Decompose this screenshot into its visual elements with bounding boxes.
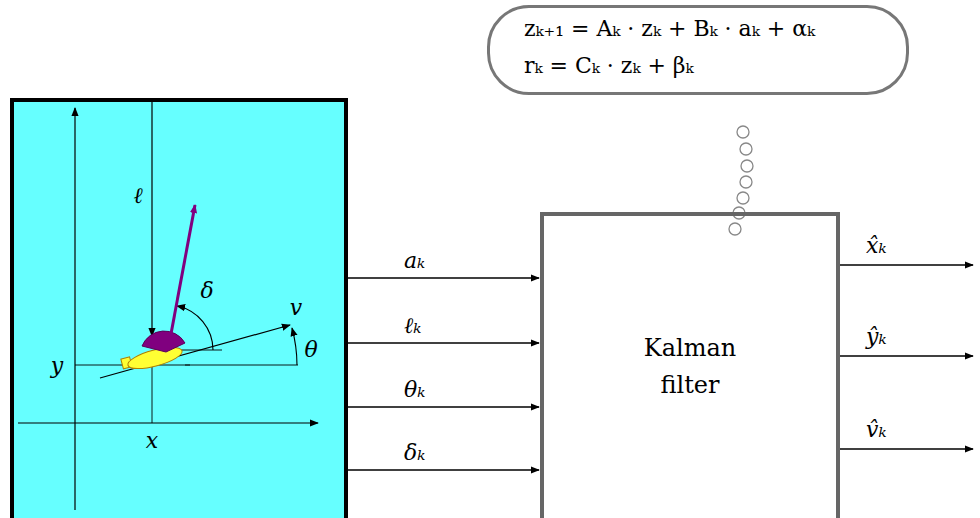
y-label: y xyxy=(51,355,63,377)
heading-label: θ xyxy=(304,339,317,361)
output-arrow xyxy=(840,355,973,357)
box-title: Kalman filter xyxy=(625,330,755,404)
distance-line xyxy=(151,102,152,336)
signal-label: ℓₖ xyxy=(404,315,421,337)
thought-dot xyxy=(729,223,741,235)
output-arrow xyxy=(840,264,973,266)
sail-reference xyxy=(176,350,222,351)
model-bubble: zₖ₊₁ = Aₖ · zₖ + Bₖ · aₖ + αₖ rₖ = Cₖ · z… xyxy=(487,5,909,95)
sail-angle-label: δ xyxy=(200,280,213,302)
signal-arrow xyxy=(348,469,539,471)
sail-direction xyxy=(168,205,195,350)
thought-dot xyxy=(737,126,749,138)
output-label: ŷₖ xyxy=(866,326,886,348)
output-label: x̂ₖ xyxy=(866,235,886,257)
heading-reference xyxy=(185,365,298,366)
thought-dot xyxy=(737,192,749,204)
sail xyxy=(142,331,185,352)
signal-label: δₖ xyxy=(404,442,425,464)
signal-arrow xyxy=(348,406,539,408)
output-arrows xyxy=(840,265,973,449)
speed-label: v xyxy=(290,297,302,319)
output-label: v̂ₖ xyxy=(866,419,886,441)
x-axis xyxy=(18,422,318,423)
signal-label: aₖ xyxy=(404,250,425,272)
model-equation: rₖ = Cₖ · zₖ + βₖ xyxy=(524,53,694,79)
thought-dot xyxy=(740,176,752,188)
signal-label: θₖ xyxy=(404,379,425,401)
distance-label: ℓ xyxy=(133,185,142,207)
thought-dots xyxy=(729,126,753,235)
thought-dot xyxy=(740,143,752,155)
y-axis xyxy=(74,108,75,510)
x-label: x xyxy=(146,430,158,452)
signal-arrow xyxy=(348,342,539,344)
filter-box: Kalman filter xyxy=(540,212,840,518)
output-arrow xyxy=(840,448,973,450)
thought-dot xyxy=(741,160,753,172)
model-equation: zₖ₊₁ = Aₖ · zₖ + Bₖ · aₖ + αₖ xyxy=(524,16,815,42)
velocity-line xyxy=(100,325,290,378)
boat-panel: ℓ δ vθ y x xyxy=(10,98,348,518)
signal-arrow xyxy=(348,277,539,279)
x-guide xyxy=(152,365,153,423)
theta-arc xyxy=(292,328,297,365)
